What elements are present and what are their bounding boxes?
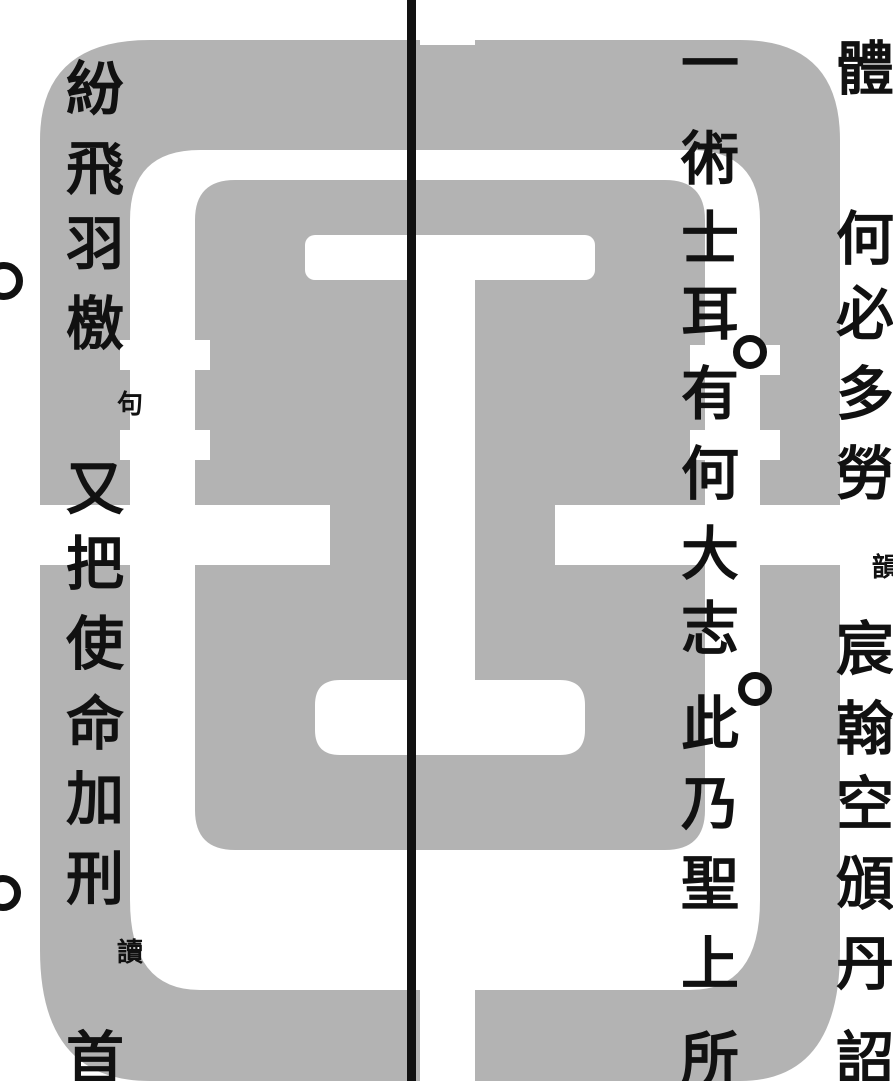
text-glyph: 把	[65, 530, 124, 598]
annotation-glyph: 句	[116, 390, 143, 420]
text-glyph: 有	[680, 360, 739, 428]
seal-right-notch-low	[690, 430, 780, 460]
seal-left-cross	[0, 505, 330, 565]
punctuation-circle	[733, 335, 767, 369]
text-glyph: 一	[680, 30, 739, 98]
text-glyph: 又	[65, 455, 124, 523]
text-glyph: 所	[680, 1025, 739, 1081]
punctuation-circle	[0, 875, 21, 911]
text-glyph: 乃	[680, 770, 739, 838]
text-glyph: 宸	[835, 615, 893, 683]
seal-bottom-gap	[420, 990, 475, 1081]
text-glyph: 使	[65, 610, 124, 678]
text-glyph: 多	[835, 360, 893, 428]
text-glyph: 翰	[835, 695, 893, 763]
text-glyph: 術	[680, 125, 739, 193]
text-glyph: 首	[65, 1025, 124, 1081]
text-glyph: 命	[65, 690, 124, 758]
text-glyph: 此	[680, 690, 739, 758]
text-glyph: 勞	[835, 440, 893, 508]
column-divider	[407, 0, 416, 1081]
seal-stem	[415, 235, 475, 685]
text-glyph: 詔	[835, 1025, 893, 1081]
text-glyph: 檄	[65, 290, 124, 358]
text-glyph: 耳	[680, 280, 739, 348]
text-glyph: 何	[835, 205, 893, 273]
seal-right-cross	[555, 505, 893, 565]
punctuation-circle	[0, 262, 23, 300]
text-glyph: 必	[835, 280, 893, 348]
punctuation-circle	[738, 672, 772, 706]
text-glyph: 飛	[65, 135, 124, 203]
annotation-glyph: 韻	[871, 553, 893, 583]
seal-outer-frame	[40, 40, 840, 1081]
text-glyph: 志	[680, 595, 739, 663]
text-glyph: 體	[835, 35, 893, 103]
text-glyph: 加	[65, 765, 124, 833]
seal-left-notch	[120, 340, 210, 370]
text-glyph: 空	[835, 770, 893, 838]
text-glyph: 頒	[835, 850, 893, 918]
text-glyph: 丹	[835, 930, 893, 998]
seal-left-notch-low	[120, 430, 210, 460]
seal-top-gap	[420, 0, 475, 45]
text-glyph: 羽	[65, 210, 124, 278]
text-glyph: 刑	[65, 845, 124, 913]
annotation-glyph: 讀	[116, 938, 143, 968]
text-glyph: 聖	[680, 850, 739, 918]
text-glyph: 大	[680, 520, 739, 588]
text-glyph: 上	[680, 930, 739, 998]
text-glyph: 士	[680, 205, 739, 273]
text-glyph: 何	[680, 440, 739, 508]
text-glyph: 紛	[65, 55, 124, 123]
